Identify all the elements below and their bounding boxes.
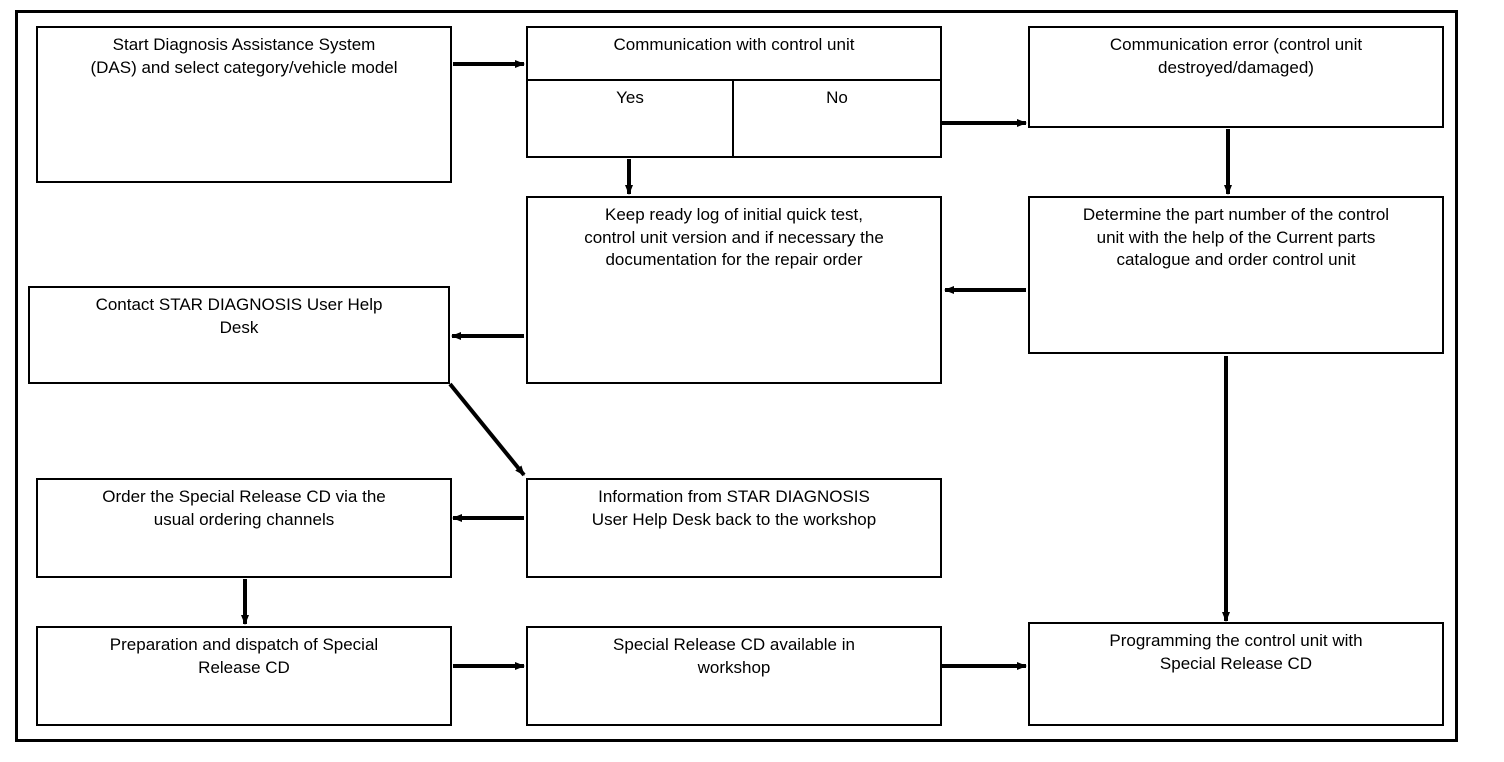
node-start-label: Start Diagnosis Assistance System (DAS) …	[90, 35, 398, 77]
node-contact-help-desk-label: Contact STAR DIAGNOSIS User Help Desk	[95, 295, 383, 337]
node-order-cd-label: Order the Special Release CD via the usu…	[102, 487, 386, 529]
node-information-back[interactable]: Information from STAR DIAGNOSIS User Hel…	[526, 478, 942, 578]
node-order-cd[interactable]: Order the Special Release CD via the usu…	[36, 478, 452, 578]
node-programming[interactable]: Programming the control unit with Specia…	[1028, 622, 1444, 726]
node-start[interactable]: Start Diagnosis Assistance System (DAS) …	[36, 26, 452, 183]
node-information-back-label: Information from STAR DIAGNOSIS User Hel…	[591, 487, 877, 529]
node-communication[interactable]: Communication with control unit Yes No	[526, 26, 942, 158]
option-yes[interactable]: Yes	[528, 81, 734, 156]
node-determine-part-number-label: Determine the part number of the control…	[1082, 205, 1390, 270]
option-no[interactable]: No	[826, 88, 848, 107]
node-preparation-dispatch-label: Preparation and dispatch of Special Rele…	[109, 635, 379, 677]
node-keep-ready-log[interactable]: Keep ready log of initial quick test, co…	[526, 196, 942, 384]
node-preparation-dispatch[interactable]: Preparation and dispatch of Special Rele…	[36, 626, 452, 726]
node-keep-ready-log-label: Keep ready log of initial quick test, co…	[584, 205, 884, 270]
node-communication-label: Communication with control unit	[528, 28, 940, 81]
node-cd-available[interactable]: Special Release CD available in workshop	[526, 626, 942, 726]
diagram-border	[15, 10, 1458, 742]
node-communication-error-label: Communication error (control unit destro…	[1109, 35, 1363, 77]
node-communication-options: Yes No	[528, 81, 940, 156]
node-contact-help-desk[interactable]: Contact STAR DIAGNOSIS User Help Desk	[28, 286, 450, 384]
node-cd-available-label: Special Release CD available in workshop	[613, 635, 855, 677]
node-determine-part-number[interactable]: Determine the part number of the control…	[1028, 196, 1444, 354]
node-communication-error[interactable]: Communication error (control unit destro…	[1028, 26, 1444, 128]
node-programming-label: Programming the control unit with Specia…	[1109, 631, 1363, 673]
